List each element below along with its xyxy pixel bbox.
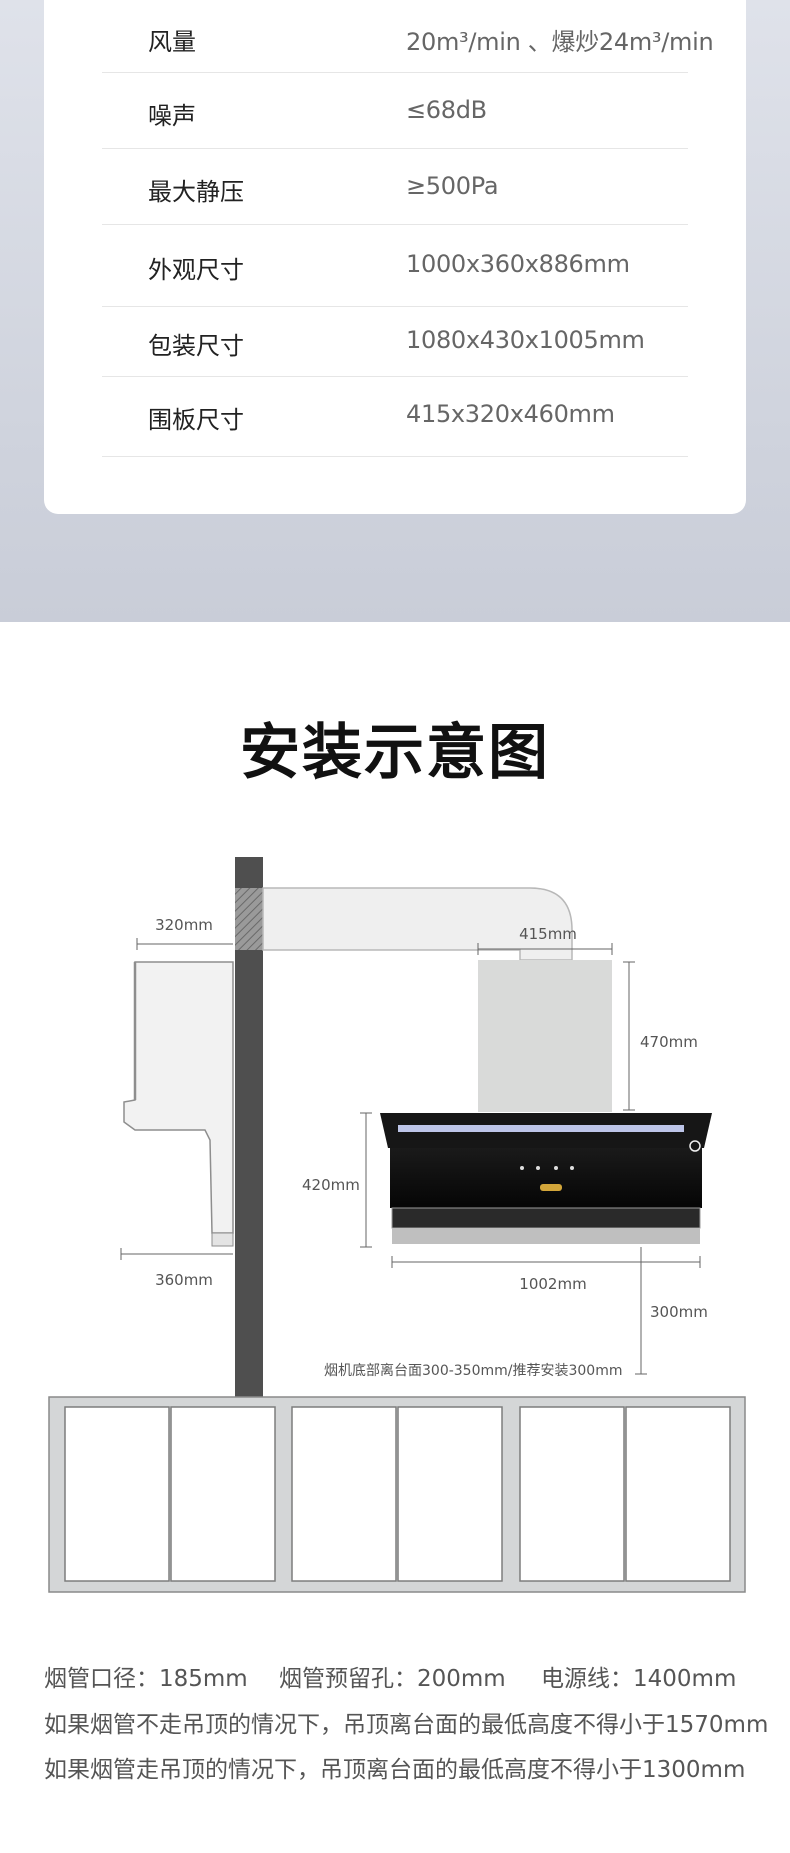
spec-value: ≤68dB (406, 96, 487, 124)
spec-label: 风量 (148, 28, 196, 56)
chimney-cover (478, 960, 612, 1112)
note-power-cord: 电源线：1400mm (541, 1666, 737, 1692)
spec-value: 415x320x460mm (406, 400, 615, 428)
spec-row-airflow: 风量 20m³/min 、爆炒24m³/min (102, 0, 714, 73)
spec-row-dimensions: 外观尺寸 1000x360x886mm (102, 224, 688, 307)
dim-label-300: 300mm (650, 1303, 708, 1321)
spec-row-static-pressure: 最大静压 ≥500Pa (102, 148, 688, 225)
dim-label-415: 415mm (519, 925, 577, 943)
cabinet-doors (64, 1406, 731, 1582)
dim-label-1002: 1002mm (519, 1275, 586, 1293)
spec-label: 外观尺寸 (148, 256, 244, 284)
spec-value: 1000x360x886mm (406, 250, 630, 278)
dim-label-320: 320mm (155, 916, 213, 934)
range-hood-front (380, 1113, 712, 1244)
spec-row-package: 包装尺寸 1080x430x1005mm (102, 306, 688, 377)
note-pipe-diameter: 烟管口径：185mm (44, 1666, 248, 1692)
installation-diagram: 320mm 360mm 415mm 470mm 420mm 1002mm 300… (48, 857, 746, 1593)
spec-value: 1080x430x1005mm (406, 326, 645, 354)
dim-label-470: 470mm (640, 1033, 698, 1051)
wall-hatch (235, 888, 263, 950)
clearance-note: 烟机底部离台面300-350mm/推荐安装300mm (324, 1362, 622, 1379)
note-line-no-ceiling: 如果烟管不走吊顶的情况下，吊顶离台面的最低高度不得小于1570mm (44, 1712, 769, 1738)
spec-label: 围板尺寸 (148, 406, 244, 434)
note-pipe-hole: 烟管预留孔：200mm (279, 1666, 506, 1692)
spec-label: 噪声 (148, 102, 196, 130)
diagram-title: 安装示意图 (240, 718, 550, 788)
spec-label: 包装尺寸 (148, 332, 244, 360)
spec-row-noise: 噪声 ≤68dB (102, 72, 688, 149)
note-line-ceiling: 如果烟管走吊顶的情况下，吊顶离台面的最低高度不得小于1300mm (44, 1757, 746, 1783)
spec-value: ≥500Pa (406, 172, 499, 200)
spec-card: 风量 20m³/min 、爆炒24m³/min 噪声 ≤68dB 最大静压 ≥5… (44, 0, 746, 514)
note-line-specs: 烟管口径：185mm 烟管预留孔：200mm 电源线：1400mm (44, 1659, 736, 1693)
spec-row-panel: 围板尺寸 415x320x460mm (102, 376, 688, 457)
dim-label-360: 360mm (155, 1271, 213, 1289)
exhaust-duct (262, 887, 573, 961)
spec-value: 20m³/min 、爆炒24m³/min (406, 28, 714, 56)
hood-side-profile (123, 961, 234, 1234)
spec-label: 最大静压 (148, 178, 244, 206)
dim-label-420: 420mm (302, 1176, 360, 1194)
